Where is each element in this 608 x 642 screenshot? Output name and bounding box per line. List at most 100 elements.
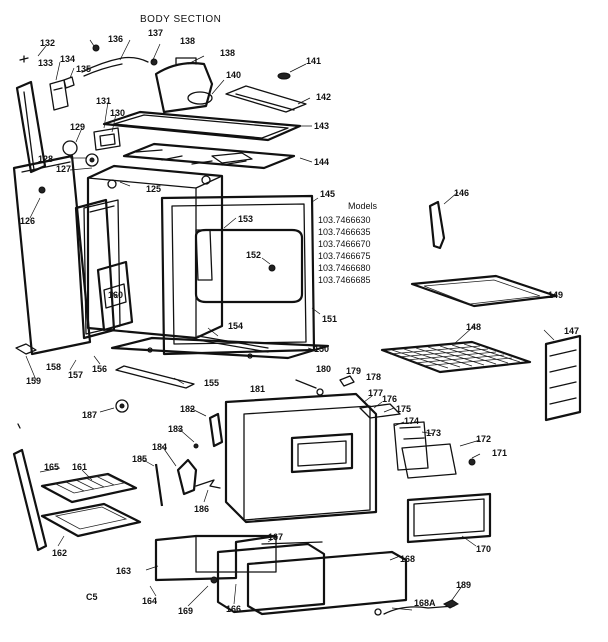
part-168-drawer-front bbox=[246, 550, 408, 616]
part-172-window bbox=[401, 443, 457, 479]
label-137: 137 bbox=[148, 28, 163, 38]
label-181: 181 bbox=[250, 384, 265, 394]
label-185: 185 bbox=[132, 454, 147, 464]
part-151-oven-gasket bbox=[194, 228, 304, 304]
part-171-screw bbox=[468, 458, 476, 466]
label-138-top: 138 bbox=[180, 36, 195, 46]
label-132: 132 bbox=[40, 38, 55, 48]
label-169: 169 bbox=[178, 606, 193, 616]
part-142-trim-strip bbox=[225, 85, 307, 113]
label-134: 134 bbox=[60, 54, 75, 64]
part-148-oven-rack bbox=[380, 340, 532, 374]
part-136-wire-harness bbox=[81, 44, 158, 77]
label-159: 159 bbox=[26, 376, 41, 386]
label-182: 182 bbox=[180, 404, 195, 414]
label-177: 177 bbox=[368, 388, 383, 398]
label-184: 184 bbox=[152, 442, 167, 452]
label-180: 180 bbox=[316, 364, 331, 374]
part-128-grommet bbox=[85, 153, 99, 167]
part-150-bottom-panel bbox=[110, 336, 330, 360]
label-126: 126 bbox=[20, 216, 35, 226]
part-186-spring bbox=[195, 479, 221, 489]
part-138-backguard-panel bbox=[154, 57, 214, 114]
part-181-door-assembly bbox=[224, 392, 378, 524]
part-166-drawer-liner bbox=[216, 542, 326, 614]
label-189: 189 bbox=[456, 580, 471, 590]
label-168A: 168A bbox=[414, 598, 436, 608]
model-number: 103.7466630 bbox=[318, 215, 371, 225]
label-143: 143 bbox=[314, 121, 329, 131]
part-163-drawer-body bbox=[154, 534, 278, 582]
leader-lines bbox=[25, 39, 557, 611]
part-182-hinge bbox=[208, 412, 224, 448]
part-149-broiler-pan bbox=[410, 274, 558, 308]
part-131-box bbox=[93, 127, 121, 151]
part-157-panel bbox=[74, 198, 116, 340]
part-134-bracket bbox=[49, 79, 69, 111]
part-167-rail bbox=[261, 541, 323, 545]
label-130: 130 bbox=[110, 108, 125, 118]
part-169-screw bbox=[210, 576, 218, 584]
part-179-bracket bbox=[339, 375, 355, 387]
label-125: 125 bbox=[146, 184, 161, 194]
label-172: 172 bbox=[476, 434, 491, 444]
diagram-title: BODY SECTION bbox=[140, 14, 221, 25]
label-171: 171 bbox=[492, 448, 507, 458]
label-155: 155 bbox=[204, 378, 219, 388]
label-175: 175 bbox=[396, 404, 411, 414]
label-136: 136 bbox=[108, 34, 123, 44]
part-152-screw bbox=[268, 264, 276, 272]
model-number: 103.7466675 bbox=[318, 251, 371, 261]
part-labels: 132 133 134 135 136 137 138 138 140 141 … bbox=[20, 28, 579, 616]
part-159-leveler bbox=[15, 343, 37, 355]
label-173: 173 bbox=[426, 428, 441, 438]
label-164: 164 bbox=[142, 596, 157, 606]
label-166: 166 bbox=[226, 604, 241, 614]
part-160-insulation bbox=[96, 260, 134, 332]
label-144: 144 bbox=[314, 157, 329, 167]
part-132-screw bbox=[19, 55, 29, 63]
label-131: 131 bbox=[96, 96, 111, 106]
label-140: 140 bbox=[226, 70, 241, 80]
label-156: 156 bbox=[92, 364, 107, 374]
part-183-screw bbox=[193, 443, 199, 449]
footer-code: C5 bbox=[86, 592, 98, 602]
label-178: 178 bbox=[366, 372, 381, 382]
part-129-bracket bbox=[62, 140, 78, 156]
label-168: 168 bbox=[400, 554, 415, 564]
part-147-rack-supports bbox=[544, 334, 582, 422]
label-147: 147 bbox=[564, 326, 579, 336]
label-128: 128 bbox=[38, 154, 53, 164]
label-154: 154 bbox=[228, 321, 243, 331]
label-149: 149 bbox=[548, 290, 563, 300]
label-160: 160 bbox=[108, 290, 123, 300]
part-180-hinge bbox=[295, 379, 324, 396]
part-162-drip-pan bbox=[40, 502, 142, 538]
label-157: 157 bbox=[68, 370, 83, 380]
label-135: 135 bbox=[76, 64, 91, 74]
label-146: 146 bbox=[454, 188, 469, 198]
label-170: 170 bbox=[476, 544, 491, 554]
part-184-handle-bracket bbox=[176, 458, 198, 496]
part-146-bracket bbox=[428, 200, 446, 250]
label-129: 129 bbox=[70, 122, 85, 132]
part-174-glass bbox=[393, 421, 429, 471]
model-number: 103.7466635 bbox=[318, 227, 371, 237]
label-152: 152 bbox=[246, 250, 261, 260]
part-185-rod bbox=[154, 463, 164, 507]
label-148: 148 bbox=[466, 322, 481, 332]
label-174: 174 bbox=[404, 416, 419, 426]
models-heading: Models bbox=[348, 201, 378, 211]
part-177-door-liner bbox=[359, 403, 401, 419]
label-183: 183 bbox=[168, 424, 183, 434]
part-170-door-glass bbox=[406, 492, 492, 544]
part-155-foot-strip bbox=[115, 365, 195, 389]
label-179: 179 bbox=[346, 366, 361, 376]
model-number: 103.7466670 bbox=[318, 239, 371, 249]
part-133-side-trim bbox=[15, 80, 47, 174]
label-176: 176 bbox=[382, 394, 397, 404]
label-133: 133 bbox=[38, 58, 53, 68]
label-145: 145 bbox=[320, 189, 335, 199]
part-161-grate bbox=[40, 472, 138, 504]
